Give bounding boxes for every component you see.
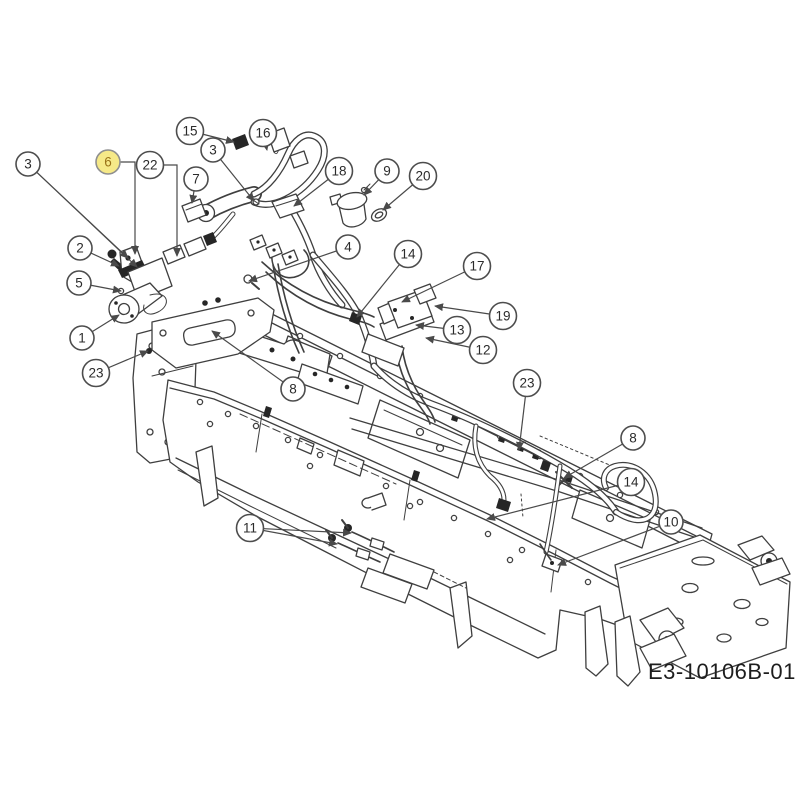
leader-line-8 <box>211 330 294 390</box>
svg-text:12: 12 <box>475 343 490 358</box>
svg-text:22: 22 <box>142 158 157 173</box>
callout-23[interactable]: 23 <box>512 368 542 398</box>
callout-14[interactable]: 14 <box>393 239 423 269</box>
svg-text:5: 5 <box>75 276 83 291</box>
svg-text:4: 4 <box>344 240 352 255</box>
callout-12[interactable]: 12 <box>468 335 498 365</box>
callout-15[interactable]: 15 <box>175 116 205 146</box>
callout-3[interactable]: 3 <box>15 151 41 177</box>
svg-text:20: 20 <box>415 169 430 184</box>
svg-text:3: 3 <box>209 143 217 158</box>
leader-line-6 <box>108 161 139 255</box>
svg-text:1: 1 <box>78 331 86 346</box>
svg-text:7: 7 <box>192 172 200 187</box>
callout-8[interactable]: 8 <box>620 425 646 451</box>
callout-2[interactable]: 2 <box>67 235 93 261</box>
leader-line-10 <box>557 521 672 566</box>
svg-text:13: 13 <box>449 323 464 338</box>
ignition-assembly <box>107 232 217 324</box>
leader-line-4 <box>248 246 349 283</box>
relay-assembly <box>361 283 437 367</box>
leader-line-11 <box>249 527 338 547</box>
svg-text:2: 2 <box>76 241 84 256</box>
callout-7[interactable]: 7 <box>183 166 209 192</box>
callout-16[interactable]: 16 <box>248 118 278 148</box>
callout-4[interactable]: 4 <box>335 234 361 260</box>
svg-text:8: 8 <box>289 382 297 397</box>
near-frame-rail <box>162 379 651 659</box>
front-end <box>584 534 791 687</box>
callout-3[interactable]: 3 <box>200 137 226 163</box>
callout-22[interactable]: 22 <box>135 150 165 180</box>
callout-14[interactable]: 14 <box>616 467 646 497</box>
svg-text:11: 11 <box>243 521 257 536</box>
callout-8[interactable]: 8 <box>280 376 306 402</box>
leader-line-3 <box>27 163 138 268</box>
callout-6[interactable]: 6 <box>95 149 121 175</box>
svg-text:9: 9 <box>383 164 391 179</box>
callout-19[interactable]: 19 <box>488 301 518 331</box>
svg-text:18: 18 <box>331 164 346 179</box>
svg-text:17: 17 <box>469 259 484 274</box>
svg-text:15: 15 <box>182 124 197 139</box>
callout-20[interactable]: 20 <box>408 161 438 191</box>
svg-text:14: 14 <box>400 247 416 262</box>
svg-text:16: 16 <box>255 126 270 141</box>
svg-text:23: 23 <box>88 366 103 381</box>
callout-11[interactable]: 11 <box>235 513 265 543</box>
leader-line-11 <box>249 527 352 537</box>
svg-text:14: 14 <box>623 475 639 490</box>
svg-text:6: 6 <box>104 155 112 170</box>
drawing-number: E3-10106B-01 <box>648 659 796 684</box>
leader-line-8 <box>563 437 634 479</box>
callout-1[interactable]: 1 <box>69 325 95 351</box>
svg-text:8: 8 <box>629 431 637 446</box>
cable-kit <box>325 519 467 604</box>
callout-23[interactable]: 23 <box>81 358 111 388</box>
callout-18[interactable]: 18 <box>324 156 354 186</box>
svg-text:19: 19 <box>495 309 510 324</box>
callout-9[interactable]: 9 <box>374 158 400 184</box>
small-parts <box>232 127 388 290</box>
leader-line-14 <box>486 481 632 521</box>
frame-art <box>107 127 791 687</box>
callout-13[interactable]: 13 <box>442 315 472 345</box>
svg-text:23: 23 <box>519 376 534 391</box>
svg-text:10: 10 <box>663 515 678 530</box>
svg-text:3: 3 <box>24 157 32 172</box>
callout-17[interactable]: 17 <box>462 251 492 281</box>
callout-10[interactable]: 10 <box>658 509 684 535</box>
callout-5[interactable]: 5 <box>66 270 92 296</box>
